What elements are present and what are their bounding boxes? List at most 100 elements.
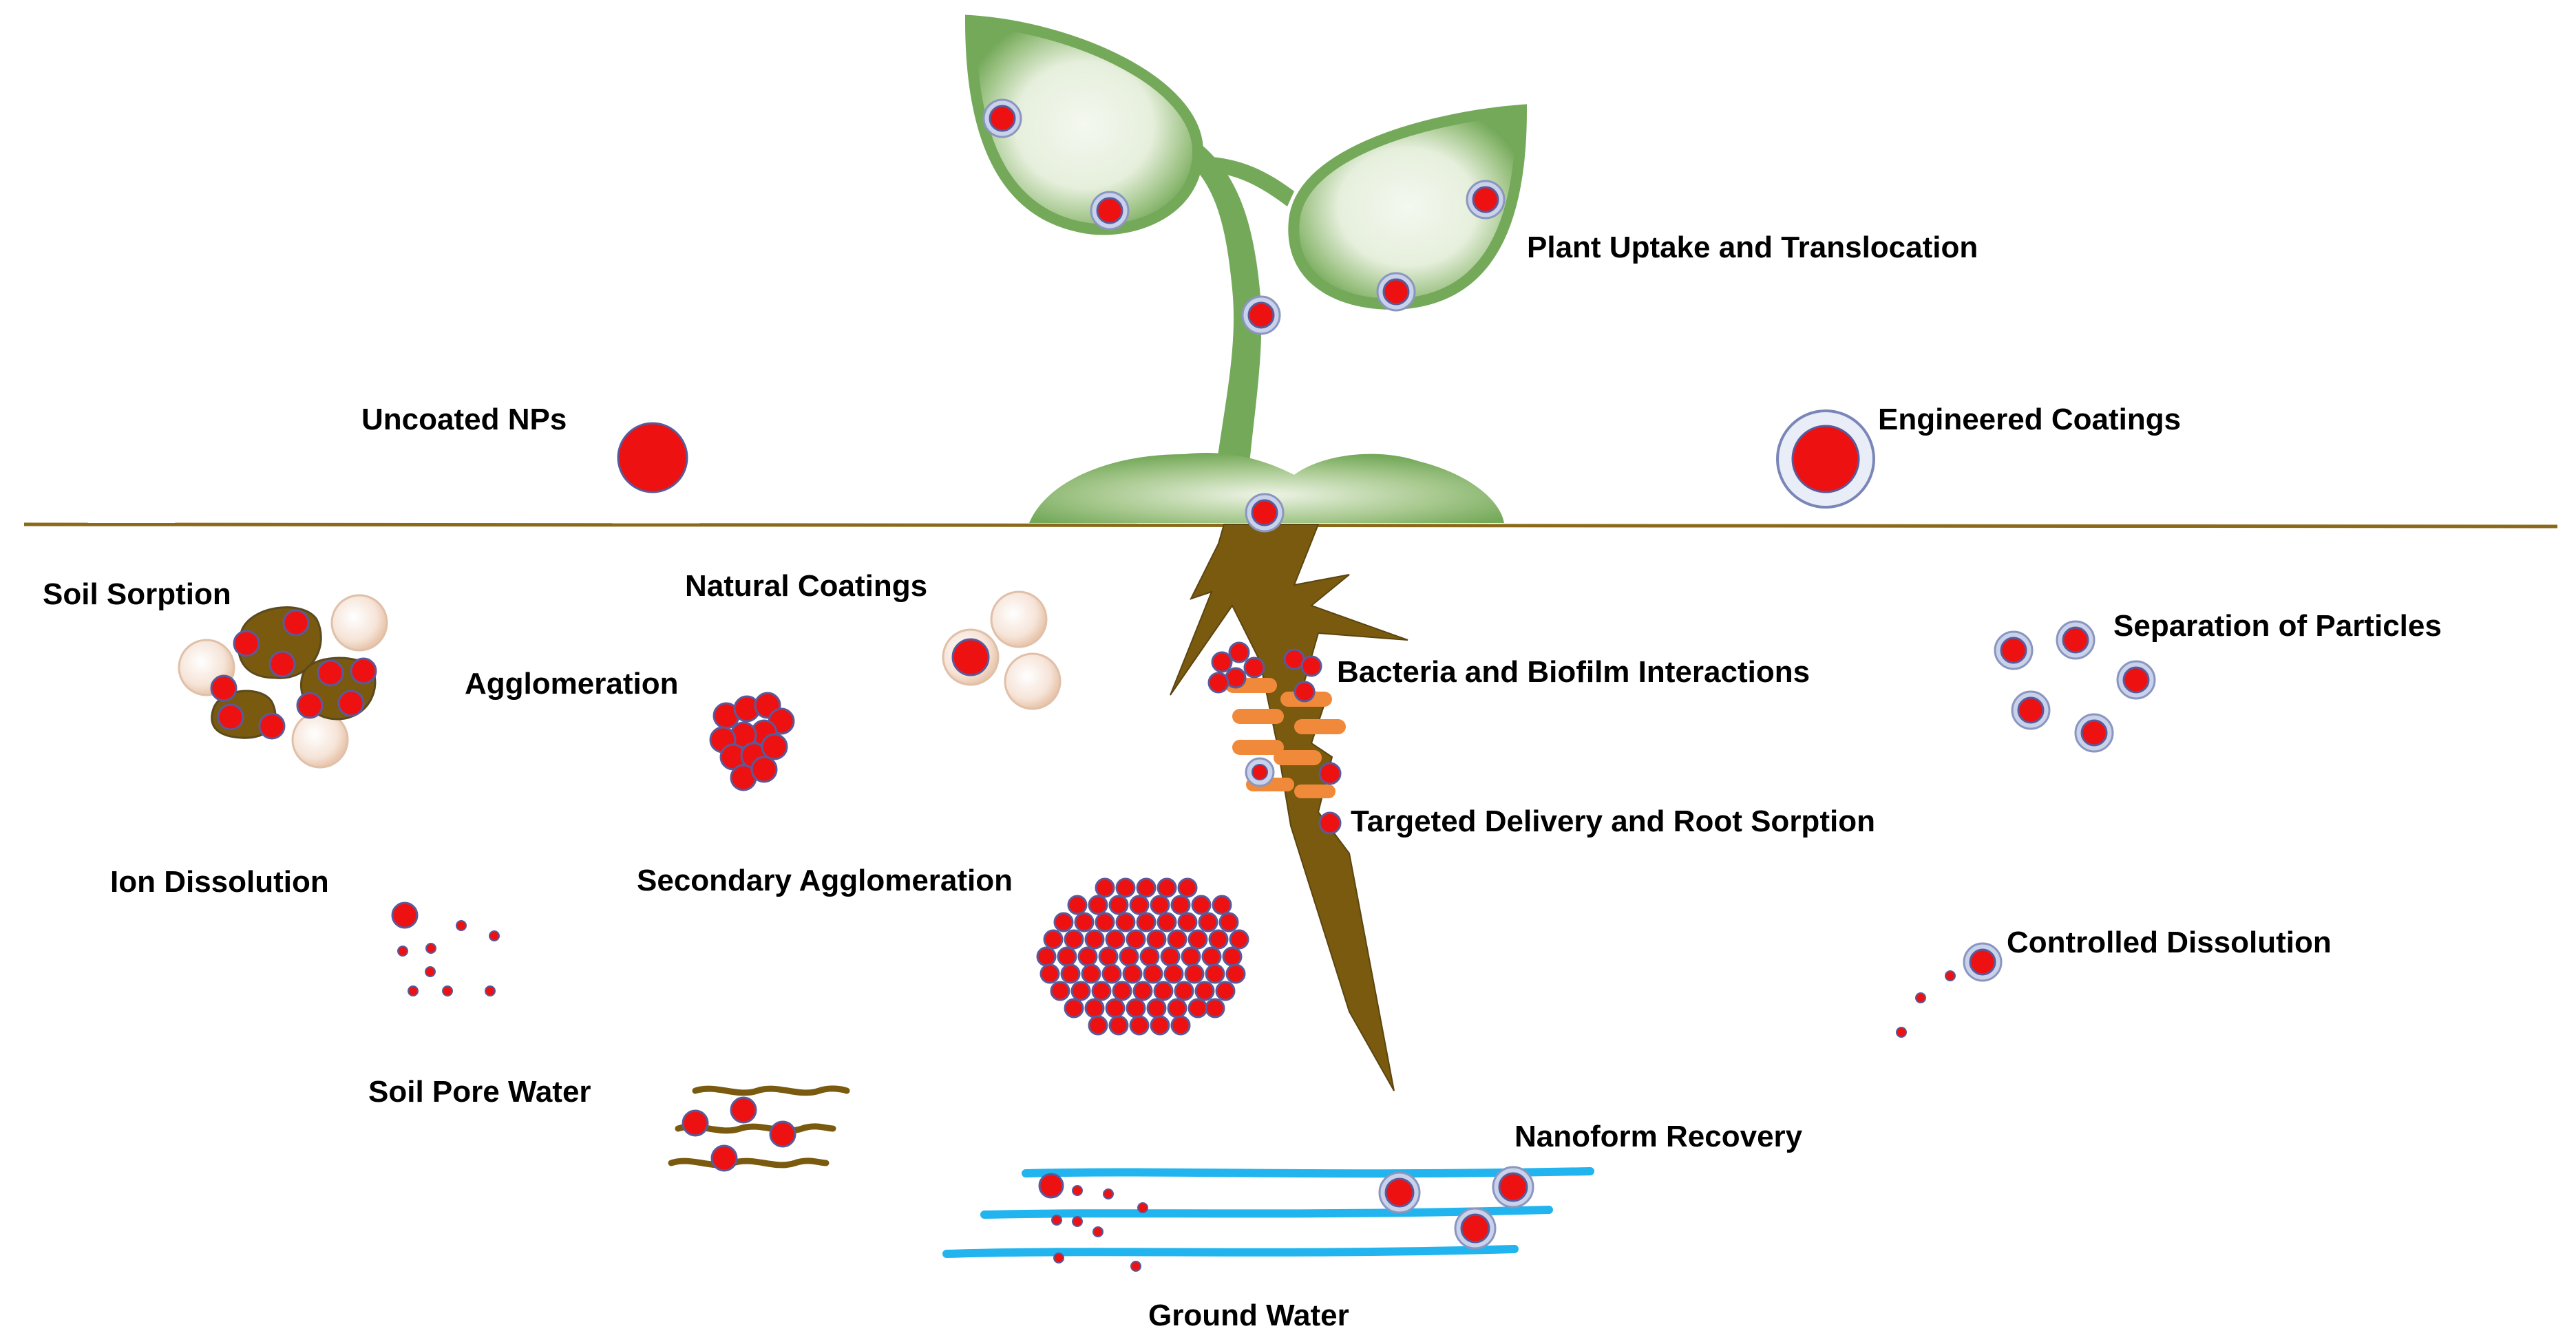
nanoparticle — [1067, 895, 1088, 915]
dissolved-ion — [1896, 1027, 1907, 1038]
nanoparticle — [1167, 998, 1187, 1018]
dissolved-ion — [1072, 1185, 1083, 1196]
nanoparticle — [682, 1109, 709, 1137]
coated-nanoparticle — [2080, 719, 2108, 747]
nanoparticle — [1119, 946, 1139, 967]
nanoparticle — [1208, 929, 1229, 950]
nanoparticle — [1201, 946, 1222, 967]
water-line — [980, 1206, 1553, 1219]
coated-nanoparticle — [1472, 186, 1499, 213]
label-soil-sorption: Soil Sorption — [43, 577, 231, 611]
label-ion-dissolution: Ion Dissolution — [110, 865, 329, 899]
uncoated-nanoparticle — [617, 422, 688, 493]
nanoparticle — [1074, 912, 1095, 932]
label-ground-water: Ground Water — [1148, 1299, 1349, 1332]
label-secondary-agglomeration: Secondary Agglomeration — [637, 864, 1013, 897]
nanoparticle — [1077, 946, 1098, 967]
dissolved-ion — [489, 930, 500, 941]
natural-coating-sphere — [330, 594, 388, 652]
nanoparticle — [1194, 981, 1215, 1001]
dissolved-ion — [456, 920, 467, 931]
nanoparticle — [1150, 895, 1170, 915]
dissolved-ion — [425, 943, 436, 954]
nanoparticle — [1115, 877, 1136, 898]
pore-water-strand — [668, 1158, 830, 1169]
label-nanoform-recovery: Nanoform Recovery — [1514, 1120, 1803, 1153]
nanoparticle — [1300, 655, 1322, 677]
nanoparticle — [1136, 912, 1157, 932]
nanoparticle — [1139, 946, 1160, 967]
nanoparticle — [1050, 981, 1070, 1001]
nanoparticle — [1191, 895, 1212, 915]
natural-coating-sphere — [1004, 652, 1062, 710]
nanoparticle — [1115, 912, 1136, 932]
nanoparticle — [1095, 877, 1115, 898]
left-leaf — [964, 14, 1204, 235]
coated-nanoparticle — [2000, 637, 2027, 664]
nanoparticle — [296, 692, 324, 719]
nanoparticle — [1036, 946, 1057, 967]
dissolved-ion — [397, 946, 408, 957]
engineered-coated-nanoparticle — [1791, 425, 1860, 493]
coated-nanoparticle — [1318, 762, 1342, 785]
coated-nanoparticle — [1382, 278, 1410, 306]
label-separation-particles: Separation of Particles — [2113, 609, 2442, 643]
dissolved-ion — [408, 985, 419, 996]
nanoparticle — [258, 712, 286, 740]
nanoparticle — [1177, 877, 1198, 898]
ground-water — [942, 1167, 1594, 1258]
nanoparticle — [337, 690, 365, 717]
nanoparticle — [1157, 877, 1177, 898]
nanoparticle — [1205, 998, 1225, 1018]
coated-nanoparticle — [1318, 811, 1342, 835]
nanoparticle — [1215, 981, 1236, 1001]
nanoparticle — [1122, 963, 1143, 984]
right-leaf — [1288, 104, 1528, 310]
nanoparticle — [710, 1144, 738, 1172]
nanoparticle — [1181, 946, 1201, 967]
nanoparticle — [1243, 657, 1265, 679]
nanoparticle — [769, 1120, 796, 1148]
nanoparticle — [1157, 912, 1177, 932]
nanoparticle — [1170, 1015, 1191, 1036]
label-plant-uptake: Plant Uptake and Translocation — [1527, 231, 1978, 264]
dissolved-ion — [1945, 970, 1956, 981]
nanoparticle — [1105, 929, 1126, 950]
nanoparticle — [1177, 912, 1198, 932]
nanoparticle — [1108, 895, 1129, 915]
nanoparticle — [1081, 963, 1101, 984]
nanoparticle — [1184, 963, 1205, 984]
nanoparticle — [1126, 929, 1146, 950]
bacterium — [1294, 785, 1335, 798]
label-controlled-dissolution: Controlled Dissolution — [2007, 926, 2332, 959]
coated-nanoparticle — [2062, 626, 2089, 654]
nanoparticle — [317, 659, 344, 687]
dissolved-ion — [1137, 1202, 1148, 1213]
nanoparticle — [1187, 929, 1208, 950]
nanoparticle — [1225, 963, 1246, 984]
bacterium — [1274, 750, 1322, 765]
nanoparticle — [1039, 963, 1060, 984]
nanoparticle — [1043, 929, 1064, 950]
nanoparticle — [1132, 981, 1153, 1001]
nanoparticle — [1187, 998, 1208, 1018]
label-uncoated-nps: Uncoated NPs — [361, 403, 567, 436]
nanoparticle — [1222, 946, 1243, 967]
nanoparticle — [1064, 998, 1084, 1018]
nanoparticle — [1212, 895, 1232, 915]
nanoparticle — [1064, 929, 1084, 950]
dissolved-ion — [1051, 1215, 1062, 1226]
nanoparticle — [1163, 963, 1184, 984]
nanoparticle — [1167, 929, 1187, 950]
label-natural-coatings: Natural Coatings — [685, 569, 928, 603]
plant-base — [1029, 452, 1504, 523]
nanoparticle — [233, 630, 260, 657]
plant-stem-branch — [1212, 157, 1294, 206]
nanoparticle — [1101, 963, 1122, 984]
nanoparticle — [1207, 672, 1229, 694]
label-targeted-delivery: Targeted Delivery and Root Sorption — [1351, 804, 1875, 838]
dissolved-ion — [442, 985, 453, 996]
nanoparticle — [1108, 1015, 1129, 1036]
coated-nanoparticle — [1460, 1213, 1490, 1244]
